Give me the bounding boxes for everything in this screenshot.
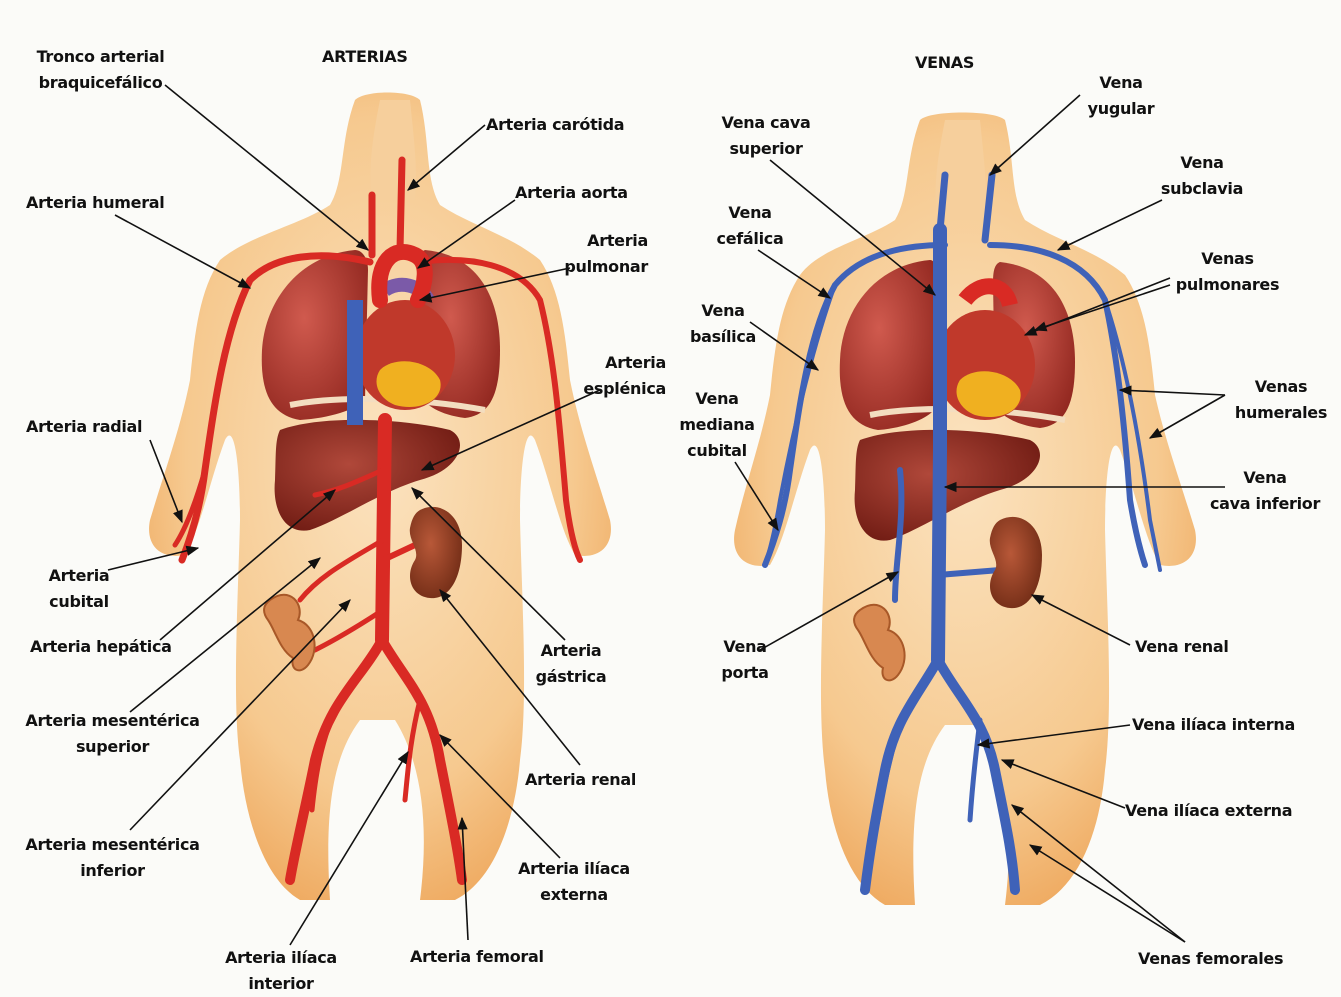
label-iliaca-int-line1: Arteria ilíaca — [212, 945, 350, 971]
label-venas-femorales: Venas femorales — [1138, 946, 1283, 972]
label-arteria-esplenica: Arteria esplénica — [570, 350, 666, 402]
label-pulmonar-line2: pulmonar — [560, 254, 648, 280]
label-humerales-line1: Venas — [1225, 374, 1337, 400]
label-mediana-line3: cubital — [668, 438, 766, 464]
label-cubital-line2: cubital — [36, 589, 122, 615]
label-basilica-line1: Vena — [680, 298, 766, 324]
label-vena-subclavia: Vena subclavia — [1152, 150, 1252, 202]
arteries-heading: ARTERIAS — [322, 44, 408, 70]
label-esplenica-line1: Arteria — [570, 350, 666, 376]
label-vena-yugular: Vena yugular — [1078, 70, 1164, 122]
label-arteria-gastrica: Arteria gástrica — [528, 638, 614, 690]
label-esplenica-line2: esplénica — [570, 376, 666, 402]
label-porta-line1: Vena — [712, 634, 778, 660]
label-vena-mediana-cubital: Vena mediana cubital — [668, 386, 766, 464]
label-iliaca-int-line2: interior — [212, 971, 350, 997]
label-vena-cava-inferior: Vena cava inferior — [1195, 465, 1335, 517]
label-arteria-humeral: Arteria humeral — [26, 190, 165, 216]
label-venas-humerales: Venas humerales — [1225, 374, 1337, 426]
label-humerales-line2: humerales — [1225, 400, 1337, 426]
label-mes-inf-line2: inferior — [20, 858, 205, 884]
label-cefalica-line2: cefálica — [706, 226, 794, 252]
label-arteria-mesenterica-inferior: Arteria mesentérica inferior — [20, 832, 205, 884]
label-venas-pulmonares: Venas pulmonares — [1165, 246, 1290, 298]
label-vena-porta: Vena porta — [712, 634, 778, 686]
label-tronco-line1: Tronco arterial — [28, 44, 173, 70]
label-arteria-mesenterica-superior: Arteria mesentérica superior — [20, 708, 205, 760]
label-pulmonar-line1: Arteria — [560, 228, 648, 254]
label-mediana-line2: mediana — [668, 412, 766, 438]
label-pulmonares-line1: Venas — [1165, 246, 1290, 272]
label-subclavia-line2: subclavia — [1152, 176, 1252, 202]
label-arteria-hepatica: Arteria hepática — [30, 634, 172, 660]
label-porta-line2: porta — [712, 660, 778, 686]
label-gastrica-line1: Arteria — [528, 638, 614, 664]
label-vena-renal: Vena renal — [1135, 634, 1229, 660]
label-arteria-iliaca-interior: Arteria ilíaca interior — [212, 945, 350, 997]
label-arteria-cubital: Arteria cubital — [36, 563, 122, 615]
veins-body — [734, 113, 1196, 906]
label-arteria-iliaca-externa: Arteria ilíaca externa — [505, 856, 643, 908]
label-iliaca-ext-line1: Arteria ilíaca — [505, 856, 643, 882]
label-arteria-femoral: Arteria femoral — [410, 944, 544, 970]
label-vena-basilica: Vena basílica — [680, 298, 766, 350]
veins-heading: VENAS — [915, 50, 974, 76]
label-cefalica-line1: Vena — [706, 200, 794, 226]
right-body-silhouette — [734, 113, 1196, 906]
label-arteria-carotida: Arteria carótida — [486, 112, 624, 138]
label-vena-cefalica: Vena cefálica — [706, 200, 794, 252]
label-vena-iliaca-externa: Vena ilíaca externa — [1125, 798, 1292, 824]
label-cava-inf-line1: Vena — [1195, 465, 1335, 491]
label-arteria-renal: Arteria renal — [525, 767, 636, 793]
label-mes-sup-line1: Arteria mesentérica — [20, 708, 205, 734]
label-pulmonares-line2: pulmonares — [1165, 272, 1290, 298]
label-cava-sup-line1: Vena cava — [712, 110, 820, 136]
label-mediana-line1: Vena — [668, 386, 766, 412]
label-tronco-line2: braquicefálico — [28, 70, 173, 96]
label-gastrica-line2: gástrica — [528, 664, 614, 690]
label-vena-iliaca-interna: Vena ilíaca interna — [1132, 712, 1295, 738]
label-cava-inf-line2: cava inferior — [1195, 491, 1335, 517]
label-basilica-line2: basílica — [680, 324, 766, 350]
left-neck — [370, 100, 416, 200]
label-arteria-radial: Arteria radial — [26, 414, 142, 440]
label-cava-sup-line2: superior — [712, 136, 820, 162]
label-mes-inf-line1: Arteria mesentérica — [20, 832, 205, 858]
label-tronco-arterial: Tronco arterial braquicefálico — [28, 44, 173, 96]
label-mes-sup-line2: superior — [20, 734, 205, 760]
label-yugular-line2: yugular — [1078, 96, 1164, 122]
label-yugular-line1: Vena — [1078, 70, 1164, 96]
label-vena-cava-superior: Vena cava superior — [712, 110, 820, 162]
label-iliaca-ext-line2: externa — [505, 882, 643, 908]
label-cubital-line1: Arteria — [36, 563, 122, 589]
label-subclavia-line1: Vena — [1152, 150, 1252, 176]
label-arteria-aorta: Arteria aorta — [515, 180, 628, 206]
label-arteria-pulmonar: Arteria pulmonar — [560, 228, 648, 280]
